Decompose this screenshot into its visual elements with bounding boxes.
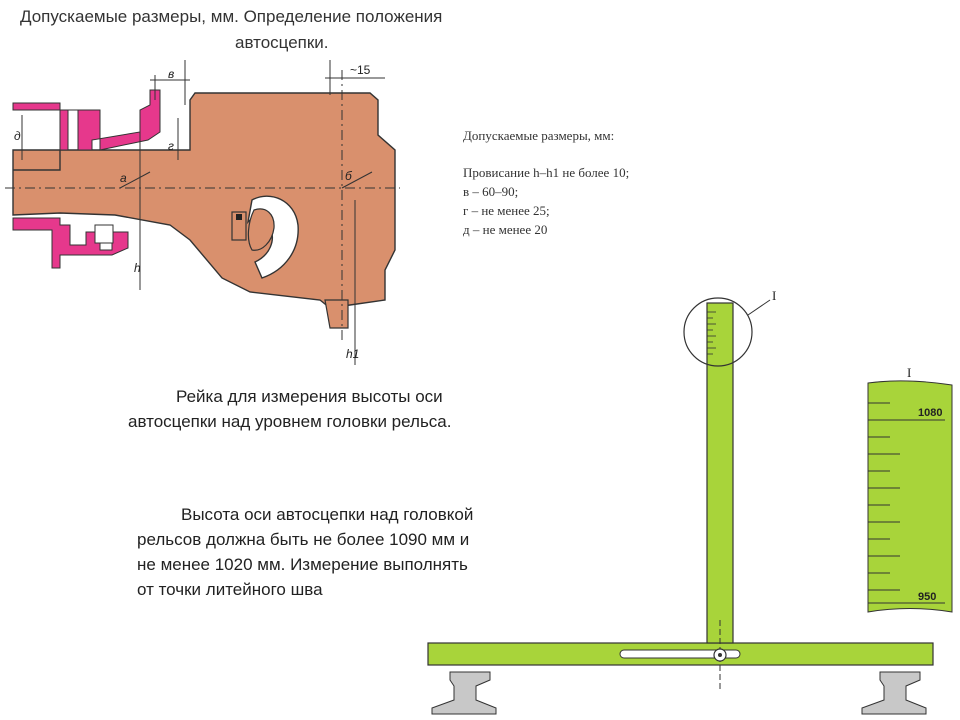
ruler-description: Рейка для измерения высоты оси автосцепк… [128,384,488,434]
h-label: h [134,261,141,275]
coupler-body [12,92,396,309]
spec-sag: Провисание h–h1 не более 10; [463,165,630,180]
coupler-nose [324,299,349,329]
spec-v: в – 60–90; [463,184,519,199]
scale-label-top: 1080 [918,407,942,419]
striker-upper [12,89,161,151]
height-requirement: Высота оси автосцепки над головкой рельс… [137,502,477,602]
vertical-bar-ticks [707,311,716,355]
specs-heading: Допускаемые размеры, мм: [463,128,615,143]
title-line-2: автосцепки. [235,33,329,52]
dim-g-label: г [168,139,174,153]
point-a-label: а [120,171,127,185]
ruler-knob-center [718,653,722,657]
detail-callout-circle [683,297,753,367]
lock-pin-hole [236,214,242,220]
spec-d: д – не менее 20 [463,222,548,237]
page-title: Допускаемые размеры, мм. Определение пол… [20,4,560,56]
lock-part [247,208,275,251]
h1-label: h1 [346,347,359,361]
dim-d-label: д [14,129,21,143]
base-slot [619,649,741,659]
detail-scale-ticks [868,402,945,604]
ruler-description-text: Рейка для измерения высоты оси автосцепк… [128,387,452,431]
dim-15-label: ~15 [350,63,371,77]
callout-leader [747,299,771,316]
dim-v-label: в [168,67,174,81]
point-b-label: б [345,169,353,183]
allowable-dimensions: Допускаемые размеры, мм: Провисание h–h1… [463,126,723,239]
scale-label-bottom: 950 [918,591,936,603]
title-line-1: Допускаемые размеры, мм. Определение пол… [20,7,443,26]
ruler-vertical-bar [706,302,734,644]
spec-g: г – не менее 25; [463,203,550,218]
striker-slot [94,224,114,244]
leader-b [341,171,373,189]
leader-a [119,171,151,189]
detail-scale-panel [867,380,953,613]
rail-right [861,671,927,715]
callout-label: I [772,288,776,303]
detail-label: I [907,365,911,380]
rail-left [431,671,497,715]
height-requirement-text: Высота оси автосцепки над головкой рельс… [137,505,474,599]
lock-pin [231,211,247,241]
